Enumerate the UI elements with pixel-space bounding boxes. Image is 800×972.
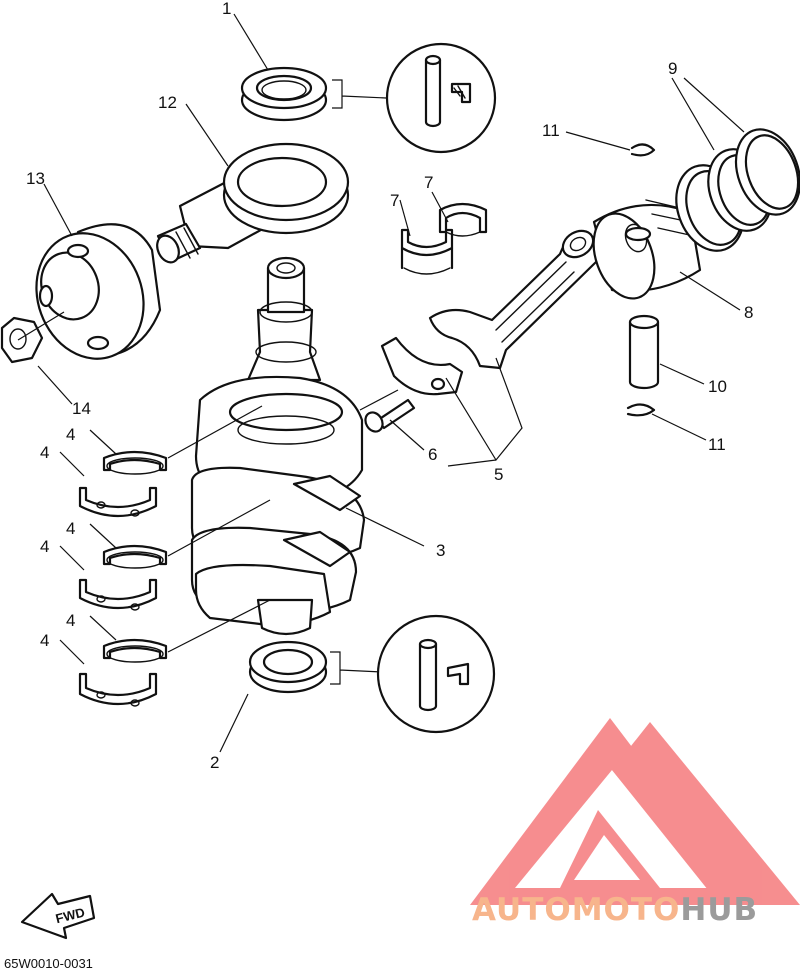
callout-1: 1 bbox=[222, 0, 231, 18]
part-rod-cap bbox=[380, 336, 464, 396]
callout-11a: 11 bbox=[542, 121, 560, 140]
callout-4c: 4 bbox=[66, 519, 75, 538]
part-rod-bolt bbox=[364, 398, 416, 433]
callout-4a: 4 bbox=[66, 425, 75, 444]
part-rod-bearing-b bbox=[438, 202, 488, 237]
part-piston bbox=[592, 199, 702, 300]
part-oil-seal-upper bbox=[240, 66, 328, 122]
part-main-bearing-lower-1 bbox=[78, 486, 158, 518]
callout-8: 8 bbox=[744, 303, 753, 322]
part-piston-pin bbox=[628, 314, 660, 390]
watermark-text-primary: AUTOMOTO bbox=[472, 892, 680, 928]
callout-4d: 4 bbox=[40, 537, 49, 556]
fwd-label: FWD bbox=[54, 905, 86, 927]
callout-11b: 11 bbox=[708, 435, 726, 454]
callout-3: 3 bbox=[436, 541, 445, 560]
callout-numbers: 1 12 13 14 4 4 4 4 4 4 2 3 7 7 6 5 8 9 1… bbox=[26, 0, 753, 772]
part-main-bearing-upper-3 bbox=[102, 638, 168, 663]
callout-6: 6 bbox=[428, 445, 437, 464]
callout-7a: 7 bbox=[390, 191, 399, 210]
part-rotor bbox=[35, 223, 162, 360]
diagram-code: 65W0010-0031 bbox=[4, 956, 93, 971]
callout-4e: 4 bbox=[66, 611, 75, 630]
callout-12: 12 bbox=[158, 93, 177, 112]
part-main-bearing-upper-2 bbox=[102, 544, 168, 569]
callout-2: 2 bbox=[210, 753, 219, 772]
callout-13: 13 bbox=[26, 169, 45, 188]
part-main-bearing-lower-2 bbox=[78, 578, 158, 611]
part-rod-bearing-a bbox=[400, 228, 454, 275]
callout-10: 10 bbox=[708, 377, 727, 396]
part-main-bearing-upper-1 bbox=[102, 450, 168, 475]
callout-4b: 4 bbox=[40, 443, 49, 462]
watermark-logo-icon bbox=[470, 718, 800, 905]
callout-9: 9 bbox=[668, 59, 677, 78]
part-nut bbox=[0, 316, 44, 364]
part-connecting-rod bbox=[428, 229, 600, 370]
part-crankshaft bbox=[190, 256, 366, 636]
part-drive-plate bbox=[156, 142, 350, 264]
callout-5: 5 bbox=[494, 465, 503, 484]
part-circlip-lower bbox=[626, 403, 656, 417]
detail-circle-seal-upper bbox=[385, 42, 497, 154]
watermark-text: AUTOMOTOHUB bbox=[472, 892, 758, 928]
part-main-bearing-lower-3 bbox=[78, 672, 158, 707]
part-circlip-upper bbox=[630, 143, 656, 157]
watermark-text-secondary: HUB bbox=[680, 892, 758, 928]
callout-7b: 7 bbox=[424, 173, 433, 192]
part-piston-rings bbox=[675, 128, 800, 252]
callout-4f: 4 bbox=[40, 631, 49, 650]
part-oil-seal-lower bbox=[248, 640, 328, 694]
fwd-arrow-icon: FWD bbox=[20, 892, 96, 940]
detail-circle-seal-lower bbox=[376, 614, 496, 734]
callout-14: 14 bbox=[72, 399, 91, 418]
leader-lines bbox=[17, 13, 745, 753]
